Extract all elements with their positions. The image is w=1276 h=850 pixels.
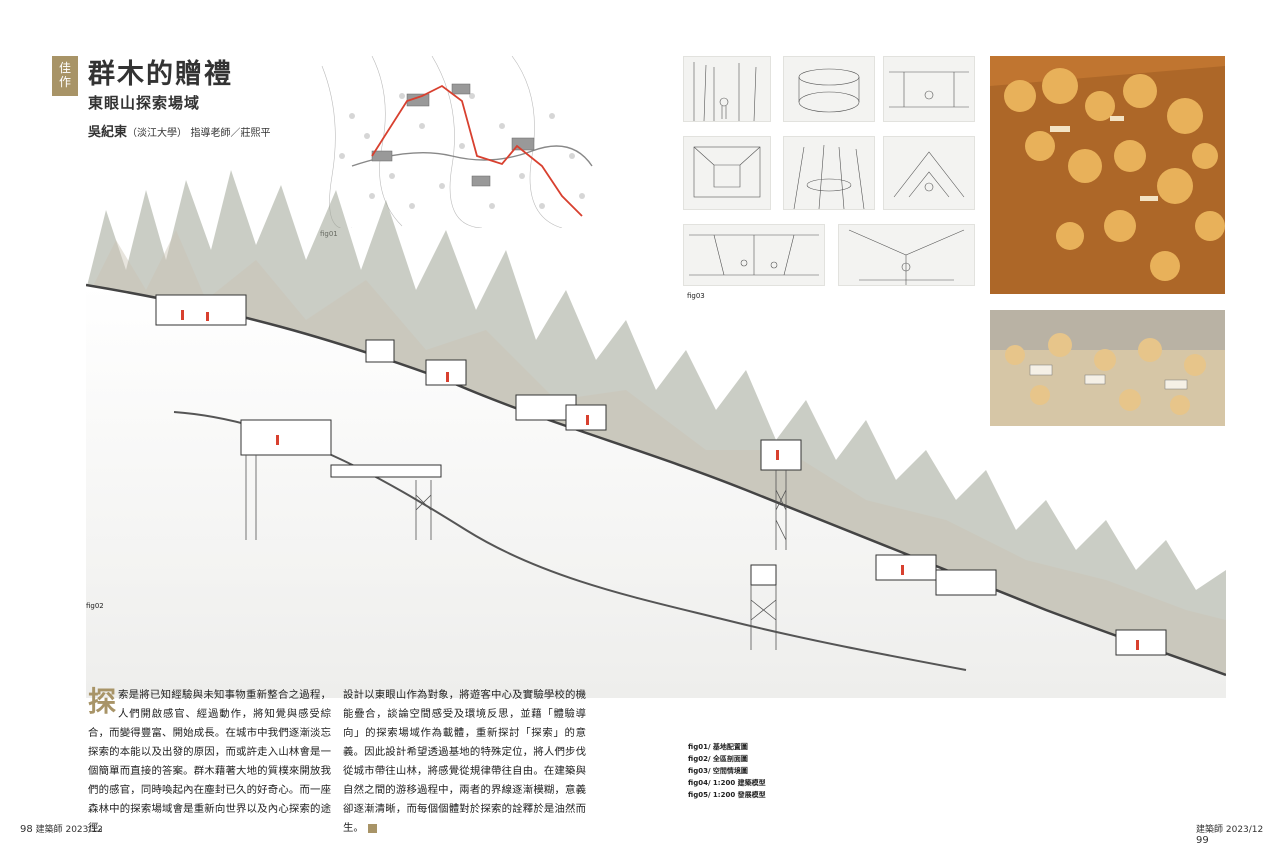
sketch-2 — [783, 56, 875, 122]
author-line: 吳紀東（淡江大學） 指導老師／莊熙平 — [88, 121, 271, 140]
site-plan-drawing — [321, 55, 593, 230]
model-photo-2: fig05 — [990, 310, 1225, 426]
body-text-1: 索是將已知經驗與未知事物重新整合之過程，人們開啟感官、經過動作，將知覺與感受綜合… — [88, 689, 331, 834]
sketch-grid: fig03 — [683, 56, 975, 300]
forest-canopy — [86, 170, 1226, 680]
caption-fig01: fig01/ 基地配置圖 — [688, 743, 748, 751]
fig03-label: fig03 — [687, 292, 705, 300]
route-line — [371, 84, 583, 217]
fig02-label: fig02 — [86, 602, 104, 610]
article-title: 群木的贈禮 — [88, 59, 233, 90]
sketch-5 — [783, 136, 875, 210]
caption-fig05: fig05/ 1:200 發展模型 — [688, 791, 766, 799]
section-figure: fig02 — [85, 150, 1227, 698]
sketch-7 — [683, 224, 825, 286]
caption-fig04: fig04/ 1:200 建築模型 — [688, 779, 766, 787]
sketch-8 — [838, 224, 975, 286]
folio-left-text: 建築師 2023/12 — [35, 825, 103, 835]
folio-left: 98 建築師 2023/12 — [20, 822, 103, 835]
sketch-6 — [883, 136, 975, 210]
drop-cap: 探 — [88, 685, 117, 718]
body-text-2: 設計以東眼山作為對象，將遊客中心及實驗學校的機能疊合，談論空間感受及環境反思，並… — [343, 689, 586, 834]
site-plan-figure: fig01 — [312, 55, 600, 238]
author-advisor: 指導老師／莊熙平 — [190, 128, 271, 139]
article-subtitle: 東眼山探索場域 — [88, 94, 201, 112]
body-column-2: 設計以東眼山作為對象，將遊客中心及實驗學校的機能疊合，談論空間感受及環境反思，並… — [343, 686, 586, 838]
folio-right-text: 建築師 2023/12 — [1196, 825, 1264, 835]
body-column-1: 探索是將已知經驗與未知事物重新整合之過程，人們開啟感官、經過動作，將知覺與感受綜… — [88, 686, 331, 838]
page-number-right: 99 — [1196, 835, 1209, 846]
author-school: （淡江大學） — [127, 128, 188, 139]
section-drawing — [85, 170, 1227, 698]
badge-char-1: 佳 — [58, 61, 71, 75]
badge-char-2: 作 — [58, 75, 71, 89]
sketch-4 — [683, 136, 771, 210]
terrain-line — [85, 283, 1227, 677]
caption-fig02: fig02/ 全區剖面圖 — [688, 755, 748, 763]
model-photo-1: fig04 — [990, 56, 1225, 294]
page-number-left: 98 — [20, 824, 33, 835]
figure-captions: fig01/ 基地配置圖 fig02/ 全區剖面圖 fig03/ 空間情境圖 f… — [688, 741, 766, 801]
award-badge: 佳 作 — [52, 56, 78, 96]
end-mark-icon — [367, 823, 377, 833]
caption-fig03: fig03/ 空間情境圖 — [688, 767, 748, 775]
sketch-1 — [683, 56, 771, 122]
sketch-3 — [883, 56, 975, 122]
folio-right: 建築師 2023/12 99 — [1196, 822, 1276, 846]
author-name: 吳紀東 — [88, 125, 128, 140]
